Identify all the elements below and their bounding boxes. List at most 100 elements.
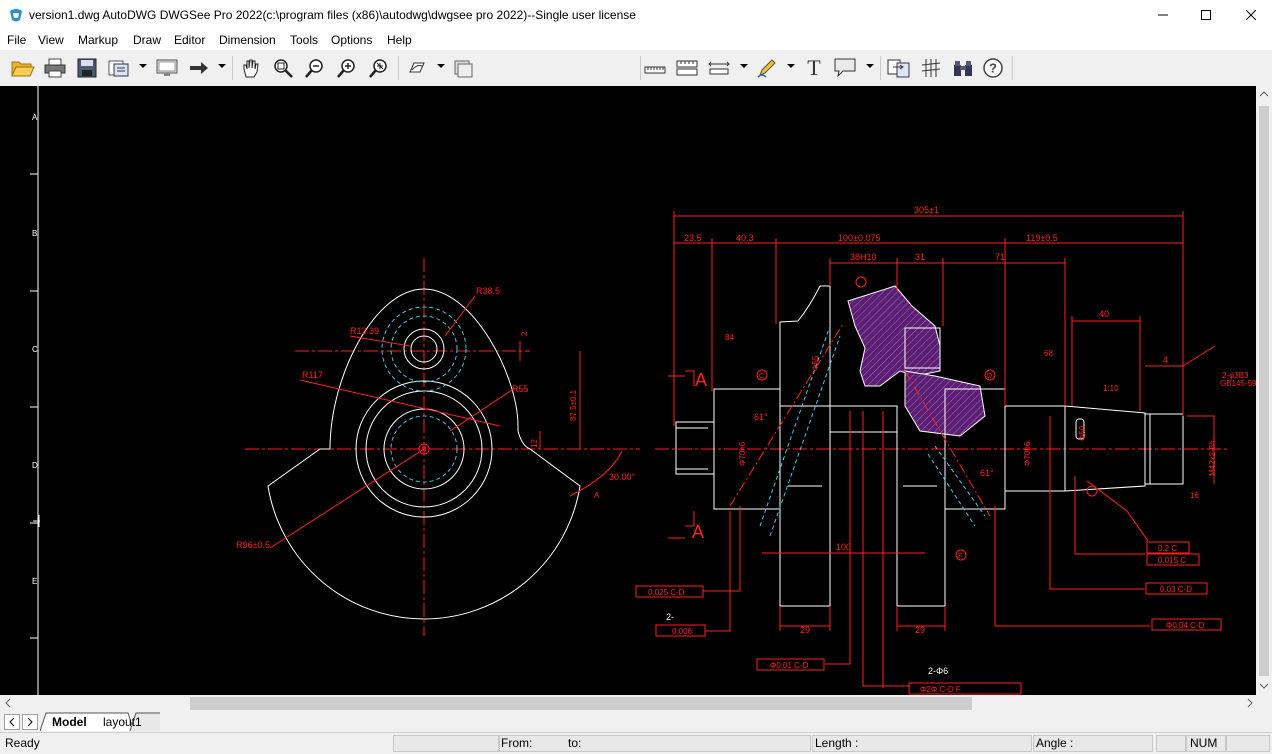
measure-distance-button[interactable] xyxy=(642,55,668,81)
side-view: R38.5 R13.39 R117 R55 R96±0.5 2 87.5±0.1… xyxy=(236,258,640,636)
datum-a-side: A xyxy=(594,491,600,500)
tolerance-frame-2: 0.006 xyxy=(672,627,693,636)
vertical-scroll-thumb[interactable] xyxy=(1259,106,1269,676)
dim-r55: R55 xyxy=(512,384,529,394)
window-title: version1.dwg AutoDWG DWGSee Pro 2022(c:\… xyxy=(29,8,636,22)
next-button[interactable] xyxy=(186,55,212,81)
pen-dropdown-arrow[interactable] xyxy=(787,64,795,68)
menu-view[interactable]: View xyxy=(38,33,64,47)
printer-icon xyxy=(44,58,66,78)
layout-tab-bar: Model layout1 xyxy=(0,712,1272,732)
tab-model[interactable]: Model xyxy=(52,715,87,729)
arrow-right-icon xyxy=(190,62,208,74)
zoom-window-icon xyxy=(274,59,293,78)
app-icon xyxy=(10,9,22,22)
help-button[interactable]: ? xyxy=(980,55,1006,81)
dim-slope: 1:10 xyxy=(1103,384,1119,393)
tab-layout1[interactable]: layout1 xyxy=(103,715,142,729)
vertical-scrollbar[interactable] xyxy=(1256,86,1272,695)
horizontal-scroll-thumb[interactable] xyxy=(190,697,972,710)
pan-button[interactable] xyxy=(238,55,264,81)
dim-119: 119±0.5 xyxy=(1026,233,1058,243)
minimize-button[interactable] xyxy=(1140,0,1186,30)
measure-area-button[interactable] xyxy=(674,55,700,81)
text-button[interactable]: T xyxy=(801,55,827,81)
find-button[interactable] xyxy=(950,55,976,81)
scroll-up-icon[interactable] xyxy=(1259,91,1269,97)
toolbar-separator xyxy=(232,56,233,80)
dim-center-holes: 2-φ3B3 xyxy=(1222,371,1249,380)
toolbar-separator xyxy=(398,56,399,80)
dimension-button[interactable] xyxy=(706,55,732,81)
compare-button[interactable] xyxy=(886,55,912,81)
markup-pen-button[interactable] xyxy=(754,55,780,81)
help-icon: ? xyxy=(983,58,1003,78)
hatch-button[interactable] xyxy=(918,55,944,81)
dim-50: Φ50 xyxy=(1078,425,1087,441)
batch-convert-button[interactable] xyxy=(106,55,132,81)
dim-16: 16 xyxy=(1190,491,1199,500)
status-angle: Angle : xyxy=(1036,736,1074,750)
scroll-down-icon[interactable] xyxy=(1259,683,1269,689)
print-button[interactable] xyxy=(42,55,68,81)
toolbar: b T ? xyxy=(0,50,1272,129)
dim-29a: 29 xyxy=(800,625,810,635)
pen-icon xyxy=(757,59,776,78)
zoom-extents-icon xyxy=(369,59,387,78)
menu-markup[interactable]: Markup xyxy=(78,33,119,47)
zoom-extents-button[interactable] xyxy=(366,55,392,81)
batch-dropdown-arrow[interactable] xyxy=(139,64,147,68)
drawing-canvas[interactable]: R38.5 R13.39 R117 R55 R96±0.5 2 87.5±0.1… xyxy=(0,86,1272,695)
maximize-button[interactable] xyxy=(1183,0,1229,30)
close-button[interactable] xyxy=(1228,0,1272,30)
tolerance-frame-4: 0.2 C xyxy=(1158,544,1177,553)
status-pane xyxy=(393,735,499,752)
status-ready: Ready xyxy=(5,736,40,750)
dim-100: 100±0.075 xyxy=(838,233,880,243)
menu-options[interactable]: Options xyxy=(331,33,373,47)
screen-button[interactable] xyxy=(154,55,180,81)
toolbar-separator xyxy=(640,56,641,80)
ruler-label-e: E xyxy=(32,577,37,586)
layer-dropdown-arrow[interactable] xyxy=(437,64,445,68)
menu-draw[interactable]: Draw xyxy=(133,33,162,47)
cad-drawing[interactable]: R38.5 R13.39 R117 R55 R96±0.5 2 87.5±0.1… xyxy=(0,86,1256,695)
hand-icon xyxy=(243,59,259,78)
status-pane xyxy=(1156,735,1186,752)
menu-tools[interactable]: Tools xyxy=(290,33,319,47)
zoom-out-button[interactable] xyxy=(302,55,328,81)
menu-help[interactable]: Help xyxy=(387,33,412,47)
tab-prev-button[interactable] xyxy=(4,714,20,730)
save-button[interactable] xyxy=(74,55,100,81)
layer-button[interactable] xyxy=(404,55,430,81)
menu-dimension[interactable]: Dimension xyxy=(219,33,276,47)
ruler-label-b: B xyxy=(32,229,37,238)
menu-file[interactable]: File xyxy=(7,33,27,47)
dim-angle-61a: 61° xyxy=(754,412,768,422)
comment-dropdown-arrow[interactable] xyxy=(866,64,874,68)
hatch-icon xyxy=(921,59,941,77)
dim-100b: 100 xyxy=(836,542,851,552)
dim-r38: R38.5 xyxy=(476,286,500,296)
layer-state-button[interactable] xyxy=(450,55,476,81)
zoom-window-button[interactable] xyxy=(270,55,296,81)
dimension-dropdown-arrow[interactable] xyxy=(740,64,748,68)
next-dropdown-arrow[interactable] xyxy=(218,64,226,68)
dim-4: 4 xyxy=(1163,355,1168,365)
tab-next-button[interactable] xyxy=(22,714,38,730)
status-angle-pane xyxy=(1033,735,1153,752)
front-view: 305±1 23.5 40.3 100±0.075 119±0.5 38H10 … xyxy=(635,205,1256,695)
open-button[interactable] xyxy=(10,55,36,81)
menu-editor[interactable]: Editor xyxy=(174,33,206,47)
scroll-right-icon[interactable] xyxy=(1247,698,1253,708)
horizontal-scrollbar[interactable] xyxy=(0,695,1272,712)
note-2: 2- xyxy=(666,612,674,622)
scroll-left-icon[interactable] xyxy=(5,698,11,708)
zoom-in-button[interactable] xyxy=(334,55,360,81)
dim-angle-30: 30.00° xyxy=(609,472,636,482)
dim-40: 40.3 xyxy=(736,233,754,243)
toolbar-separator xyxy=(1012,56,1013,80)
tolerance-frame-7: Φ0.04 C-D xyxy=(1166,621,1205,630)
comment-button[interactable] xyxy=(832,55,858,81)
minimize-icon xyxy=(1158,14,1168,16)
